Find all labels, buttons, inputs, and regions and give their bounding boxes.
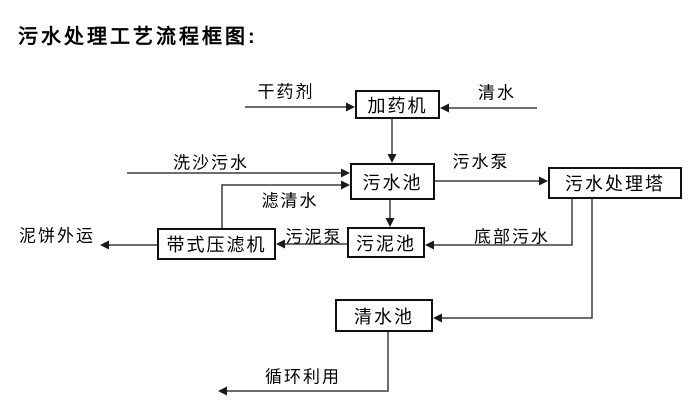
node-clear-water-pool: 清水池 xyxy=(335,299,433,332)
node-belt-filter-press: 带式压滤机 xyxy=(157,228,276,260)
node-dosing-machine: 加药机 xyxy=(355,90,440,119)
arrowhead-sand-wash-sewage xyxy=(341,168,350,178)
dry-agent-label: 干药剂 xyxy=(257,82,315,102)
filtered-water-label: 滤清水 xyxy=(261,191,319,211)
edge-tower-to-clear xyxy=(433,199,593,323)
edge-sludge-pump xyxy=(276,239,347,249)
arrowhead-sewage-pump xyxy=(539,176,548,186)
edge-clear-water-in xyxy=(440,103,537,113)
edge-dosing-to-sewage xyxy=(387,119,397,163)
node-treatment-tower: 污水处理塔 xyxy=(548,167,682,199)
node-sludge-pool: 污泥池 xyxy=(347,227,425,258)
arrowhead-dry-agent xyxy=(346,102,355,112)
arrowhead-tower-to-clear xyxy=(433,313,442,323)
clear-water-label: 清水 xyxy=(478,83,516,103)
arrowhead-sewage-to-sludge xyxy=(385,218,395,227)
edge-mud-cake-out xyxy=(100,240,157,250)
arrowhead-recycle xyxy=(218,386,227,396)
recycle-label: 循环利用 xyxy=(265,367,341,387)
edge-bottom-sewage xyxy=(425,199,573,250)
edge-dry-agent xyxy=(245,102,355,112)
arrowhead-mud-cake-out xyxy=(100,240,109,250)
bottom-sewage-label: 底部污水 xyxy=(474,227,550,247)
arrowhead-bottom-sewage xyxy=(425,240,434,250)
arrowhead-clear-water-in xyxy=(440,103,449,113)
arrowhead-dosing-to-sewage xyxy=(387,154,397,163)
sand-wash-label: 洗沙污水 xyxy=(170,154,252,172)
arrowhead-filtered-water xyxy=(341,180,350,190)
edge-sewage-pump xyxy=(435,176,548,186)
sewage-pump-label: 污水泵 xyxy=(452,152,510,172)
node-sewage-pool: 污水池 xyxy=(350,163,435,200)
mud-cake-label: 泥饼外运 xyxy=(19,226,95,246)
edge-sand-wash-sewage xyxy=(127,168,350,178)
edge-recycle xyxy=(218,332,389,396)
arrowhead-sludge-pump xyxy=(276,239,285,249)
edge-sewage-to-sludge xyxy=(385,200,395,227)
page-title: 污水处理工艺流程框图: xyxy=(18,26,258,48)
edge-filtered-water xyxy=(221,180,350,228)
sludge-pump-label: 污泥泵 xyxy=(285,227,343,247)
